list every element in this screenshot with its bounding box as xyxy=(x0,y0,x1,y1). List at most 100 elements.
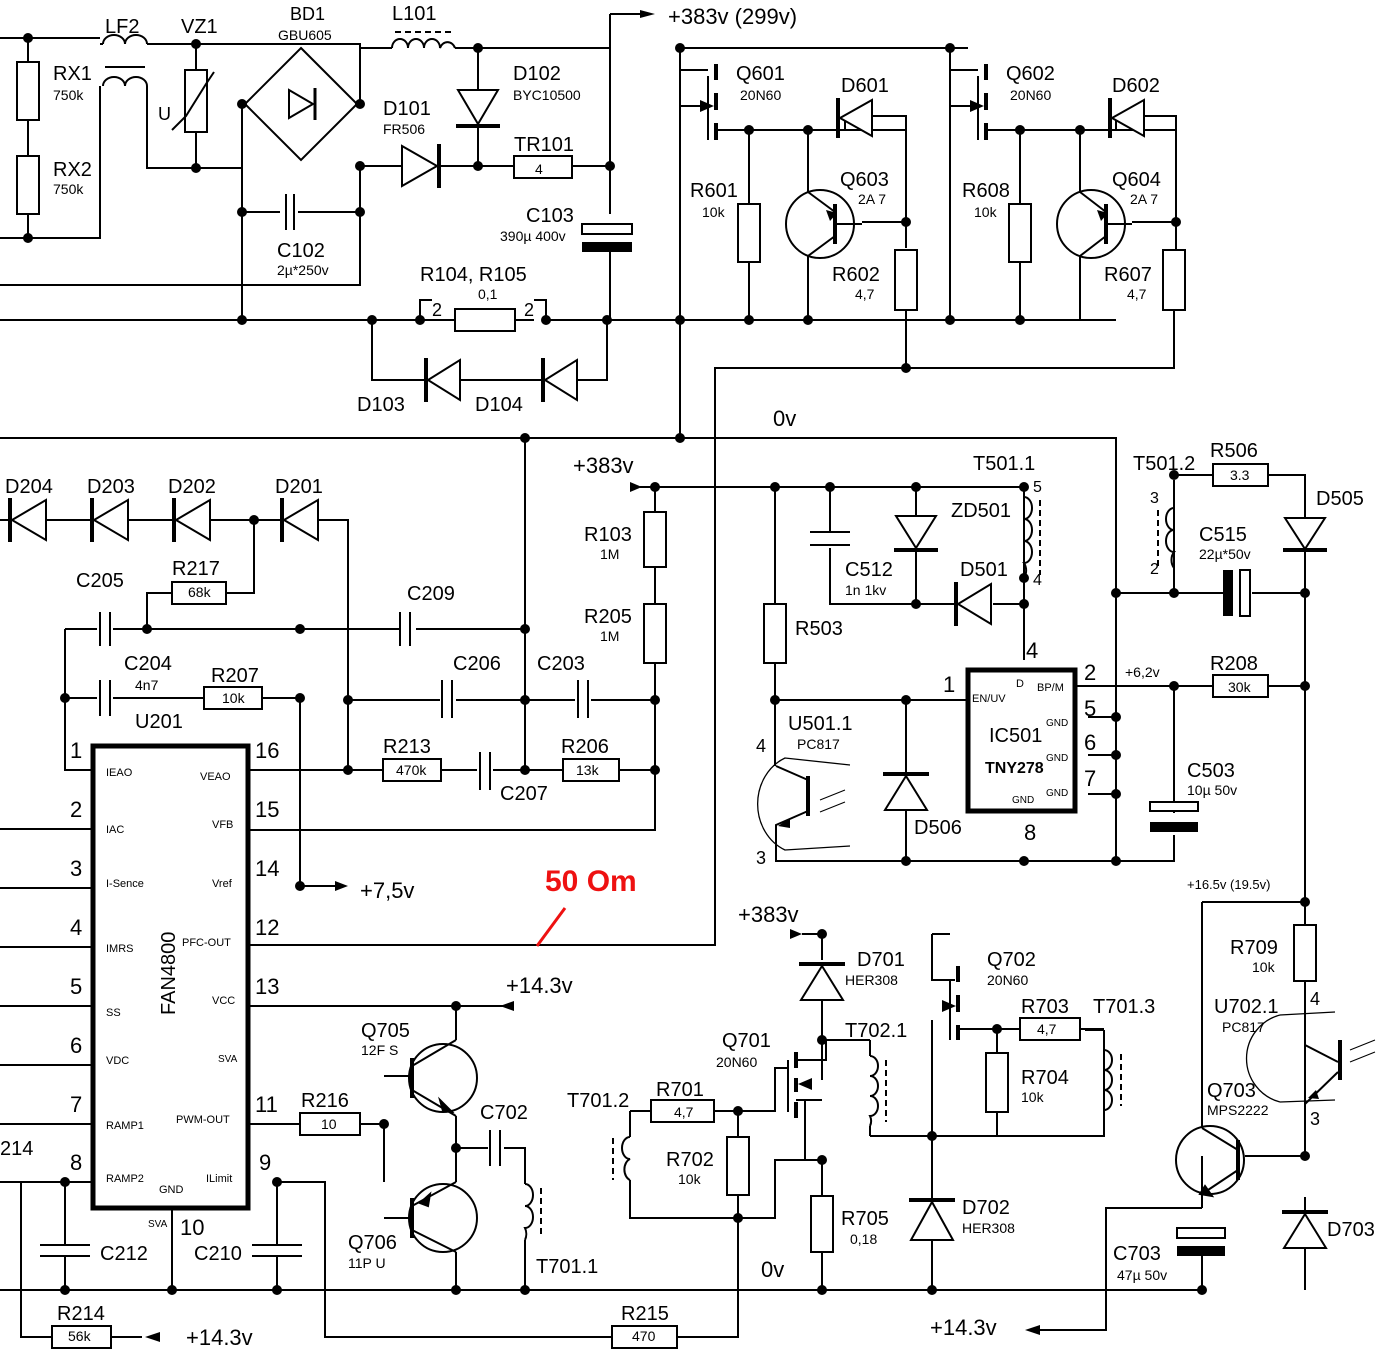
label-icen: EN/UV xyxy=(972,693,1006,705)
label-p2b: 2 xyxy=(524,300,534,320)
annotation-pointer xyxy=(535,907,567,947)
resistor-r701 xyxy=(650,1099,715,1123)
label-r602: R602 xyxy=(832,264,880,286)
resistor-r103 xyxy=(643,511,667,568)
label-q702: Q702 xyxy=(987,949,1036,971)
label-d202: D202 xyxy=(168,476,216,498)
label-r104: R104, R105 xyxy=(420,264,527,286)
inductor-lf2-top xyxy=(102,34,148,45)
label-v383top: +383v (299v) xyxy=(668,4,797,29)
label-r709: R709 xyxy=(1230,937,1278,959)
label-lf2: LF2 xyxy=(105,16,139,38)
resistor-r216 xyxy=(299,1112,361,1136)
capacitor-c207 xyxy=(479,752,491,790)
label-p2a: 2 xyxy=(432,300,442,320)
resistor-r213 xyxy=(382,758,442,782)
label-c515v: 22µ*50v xyxy=(1199,546,1251,562)
resistor-r217 xyxy=(171,581,227,605)
inductor-t5012 xyxy=(1165,507,1177,569)
mosfet-q601 xyxy=(700,64,718,140)
resistor-r205 xyxy=(643,603,667,664)
label-ilimit: ILimit xyxy=(206,1173,232,1185)
label-d501: D501 xyxy=(960,559,1008,581)
label-d702: D702 xyxy=(962,1197,1010,1219)
label-ic7: 7 xyxy=(1084,766,1096,791)
resistor-r703 xyxy=(1019,1017,1081,1041)
label-u8: 8 xyxy=(70,1150,82,1175)
label-q706v: 11P U xyxy=(348,1255,386,1271)
bjt-q703 xyxy=(1175,1125,1245,1198)
label-r701v: 4,7 xyxy=(674,1104,694,1120)
label-bd1: BD1 xyxy=(290,4,325,24)
resistor-r214 xyxy=(51,1325,112,1349)
label-d201: D201 xyxy=(275,476,323,498)
label-ieao: IEAO xyxy=(106,767,133,779)
label-r608v: 10k xyxy=(974,204,998,220)
diode-d602 xyxy=(1108,98,1145,138)
label-u15: 15 xyxy=(255,797,279,822)
capacitor-c512 xyxy=(810,531,850,546)
label-r207: R207 xyxy=(211,665,259,687)
label-r601: R601 xyxy=(690,180,738,202)
label-c206: C206 xyxy=(453,653,501,675)
capacitor-c102 xyxy=(285,194,295,230)
resistor-r207 xyxy=(203,686,263,710)
label-q705v: 12F S xyxy=(361,1042,398,1058)
arrow-383v-mid xyxy=(630,482,642,492)
label-c209: C209 xyxy=(407,583,455,605)
label-u5: 5 xyxy=(70,974,82,999)
mosfet-q602 xyxy=(970,64,988,140)
optocoupler-u7021 xyxy=(1245,1011,1376,1105)
label-d101: D101 xyxy=(383,98,431,120)
label-u1: 1 xyxy=(70,738,82,763)
label-r705v: 0,18 xyxy=(850,1231,877,1247)
label-c203: C203 xyxy=(537,653,585,675)
arrow-143v-c xyxy=(1025,1325,1040,1335)
label-r601v: 10k xyxy=(702,204,726,220)
label-d204: D204 xyxy=(5,476,53,498)
bjt-q603 xyxy=(785,189,862,259)
diode-d601 xyxy=(836,98,873,138)
label-ic6: 6 xyxy=(1084,730,1096,755)
label-q701v: 20N60 xyxy=(716,1054,757,1070)
label-u10: 10 xyxy=(180,1215,204,1240)
label-d701: D701 xyxy=(857,949,905,971)
label-u13: 13 xyxy=(255,974,279,999)
label-c702: C702 xyxy=(480,1102,528,1124)
label-tny: TNY278 xyxy=(985,760,1044,777)
label-t7021: T702.1 xyxy=(845,1020,907,1042)
bridge-bd1 xyxy=(243,46,359,162)
label-t7011: T701.1 xyxy=(536,1256,598,1278)
label-q604v: 2A 7 xyxy=(1130,191,1158,207)
label-q701: Q701 xyxy=(722,1030,771,1052)
label-r216v: 10 xyxy=(321,1116,337,1132)
label-r213v: 470k xyxy=(396,762,427,778)
diodes xyxy=(8,89,1328,1249)
resistor-rx2 xyxy=(16,155,40,215)
label-t7012: T701.2 xyxy=(567,1090,629,1112)
label-ic501: IC501 xyxy=(989,725,1042,747)
label-v75: +7,5v xyxy=(360,878,414,903)
capacitor-c206 xyxy=(441,680,453,718)
capacitor-c204 xyxy=(99,680,111,716)
label-v62: +6,2v xyxy=(1125,664,1160,680)
diode-d701 xyxy=(799,962,845,1001)
label-c703: C703 xyxy=(1113,1243,1161,1265)
mosfet-q701 xyxy=(787,1052,812,1118)
label-u3pin: 3 xyxy=(1310,1109,1320,1129)
label-icgnd1: GND xyxy=(1046,718,1068,729)
label-iac: IAC xyxy=(106,824,124,836)
label-rx1v: 750k xyxy=(53,87,84,103)
diode-d204 xyxy=(8,498,47,542)
label-r602v: 4,7 xyxy=(855,286,875,302)
label-r214: R214 xyxy=(57,1303,105,1325)
label-q601v: 20N60 xyxy=(740,87,781,103)
label-q601: Q601 xyxy=(736,63,785,85)
inductors xyxy=(102,31,1177,1241)
label-u4: 4 xyxy=(70,915,82,940)
inductor-t7012 xyxy=(621,1136,631,1181)
label-c103v: 390µ 400v xyxy=(500,228,566,244)
label-c207: C207 xyxy=(500,783,548,805)
label-ic2: 2 xyxy=(1084,660,1096,685)
label-icgnd4: GND xyxy=(1012,795,1034,806)
